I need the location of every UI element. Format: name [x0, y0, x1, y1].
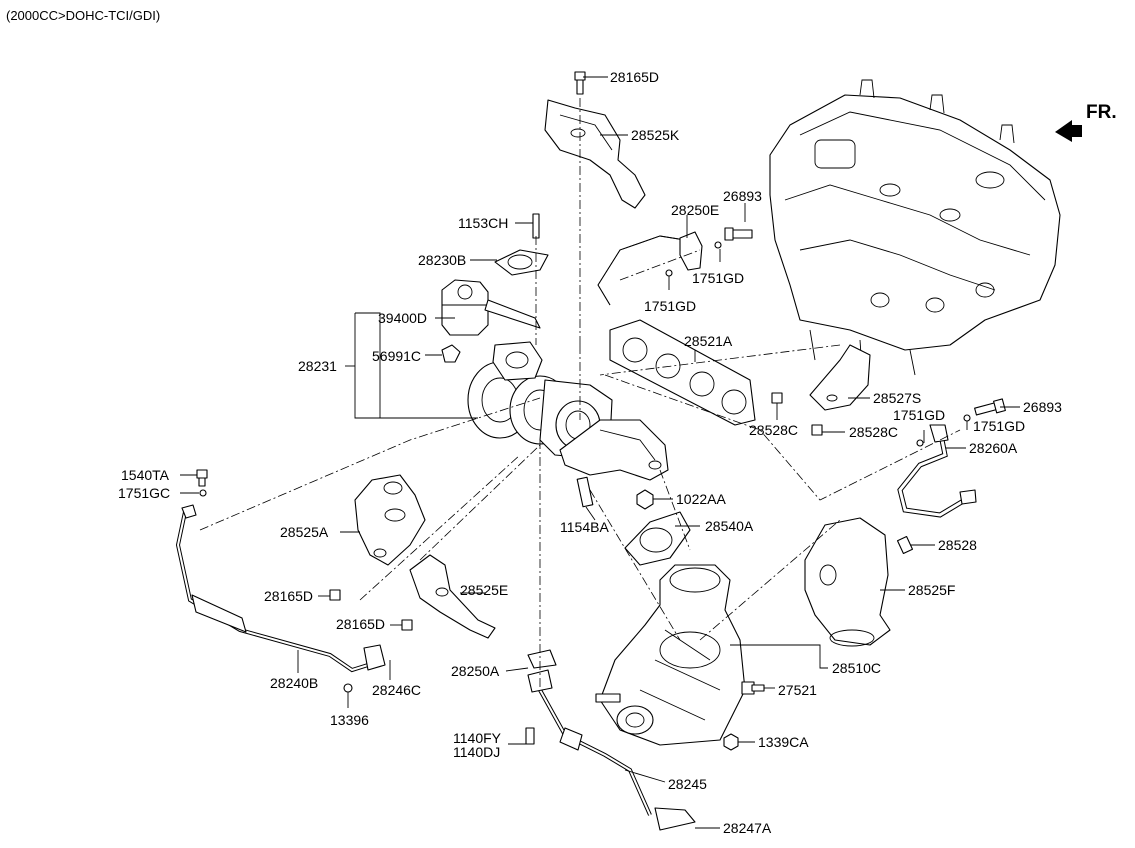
part-label-1140dj[interactable]: 1140DJ	[453, 744, 501, 760]
clip-56991c	[441, 344, 461, 363]
engine-cylinder-head	[769, 79, 1061, 376]
part-label-1751gd-c[interactable]: 1751GD	[893, 407, 946, 423]
part-label-28245[interactable]: 28245	[668, 776, 707, 792]
part-label-28250e[interactable]: 28250E	[671, 202, 720, 218]
gasket-28250a	[527, 649, 557, 669]
gasket-28230b	[494, 249, 549, 276]
part-label-28525a[interactable]: 28525A	[280, 524, 329, 540]
part-label-26893-right[interactable]: 26893	[1023, 399, 1062, 415]
stud-1154ba	[576, 476, 594, 508]
exhaust-manifold	[559, 419, 669, 481]
heat-shield-28525a	[354, 474, 426, 566]
part-label-28521a[interactable]: 28521A	[684, 333, 733, 349]
bolt-28528	[896, 535, 914, 555]
part-label-1751gd-b[interactable]: 1751GD	[644, 298, 697, 314]
oil-feed-pipe-28250e	[597, 227, 753, 306]
heat-shield-28525e	[409, 554, 496, 639]
catalytic-converter-28510c	[595, 564, 746, 746]
heat-shield-28525k	[544, 99, 646, 209]
gasket-28540a	[624, 511, 691, 566]
part-label-28540a[interactable]: 28540A	[705, 518, 754, 534]
actuator-39400d	[441, 279, 541, 336]
bolt-26893-right	[963, 398, 1006, 422]
part-label-1140fy[interactable]: 1140FY	[453, 730, 501, 746]
bolt-28528c-a	[771, 392, 783, 404]
bolt-28528c-b	[811, 424, 823, 436]
part-13396	[343, 683, 353, 693]
part-label-28246c[interactable]: 28246C	[372, 682, 422, 698]
part-label-1540ta[interactable]: 1540TA	[121, 467, 169, 483]
part-label-13396[interactable]: 13396	[330, 712, 369, 728]
bolt-28165d-top	[574, 71, 586, 95]
part-label-28510c[interactable]: 28510C	[832, 660, 882, 676]
part-label-1153ch[interactable]: 1153CH	[458, 215, 509, 231]
sensor-27521	[741, 681, 765, 695]
bracket-28527s	[809, 344, 871, 411]
part-label-28247a[interactable]: 28247A	[723, 820, 772, 836]
bolt-1140fy	[525, 727, 535, 745]
gasket-28521a	[609, 319, 756, 426]
heat-shield-28525f	[804, 517, 891, 647]
washer-1751gc	[199, 489, 207, 497]
part-label-1751gd-a[interactable]: 1751GD	[692, 270, 745, 286]
part-label-28525f[interactable]: 28525F	[908, 582, 956, 598]
phantom-lines	[199, 98, 961, 690]
stud-1153ch	[532, 213, 540, 239]
part-label-27521[interactable]: 27521	[778, 682, 817, 698]
front-direction-label: FR.	[1086, 102, 1117, 123]
part-label-28528c-b[interactable]: 28528C	[849, 424, 899, 440]
part-label-28165d-top[interactable]: 28165D	[610, 69, 660, 85]
oil-return-pipe-28245	[527, 669, 696, 831]
part-label-28165d-mid[interactable]: 28165D	[336, 616, 386, 632]
part-label-28528[interactable]: 28528	[938, 537, 977, 553]
part-label-1751gc[interactable]: 1751GC	[118, 485, 171, 501]
oil-pipe-28240b	[175, 504, 386, 673]
part-label-28230b[interactable]: 28230B	[418, 252, 467, 268]
part-label-28231[interactable]: 28231	[298, 358, 337, 374]
engine-spec-subtitle: (2000CC>DOHC-TCI/GDI)	[6, 8, 161, 23]
part-label-28250a[interactable]: 28250A	[451, 663, 500, 679]
part-label-1022aa[interactable]: 1022AA	[676, 491, 726, 507]
leader-lines	[180, 76, 1020, 829]
part-label-28260a[interactable]: 28260A	[969, 440, 1018, 456]
part-label-26893-top[interactable]: 26893	[723, 188, 762, 204]
oil-return-pipe-28260a	[897, 424, 977, 518]
part-label-1339ca[interactable]: 1339CA	[758, 734, 809, 750]
part-label-28525k[interactable]: 28525K	[631, 127, 680, 143]
nut-1339ca	[723, 733, 739, 751]
part-label-28240b[interactable]: 28240B	[270, 675, 319, 691]
part-label-28528c-a[interactable]: 28528C	[749, 422, 799, 438]
part-label-28525e[interactable]: 28525E	[460, 582, 509, 598]
nut-1022aa	[636, 489, 654, 510]
bolt-28165d-left	[329, 589, 341, 601]
part-label-28527s[interactable]: 28527S	[873, 390, 922, 406]
part-label-28165d-left[interactable]: 28165D	[264, 588, 314, 604]
part-label-56991c[interactable]: 56991C	[372, 348, 422, 364]
part-label-39400d[interactable]: 39400D	[378, 310, 428, 326]
part-label-1751gd-d[interactable]: 1751GD	[973, 418, 1026, 434]
fr-arrow-icon	[1055, 120, 1082, 142]
part-label-1154ba[interactable]: 1154BA	[560, 519, 609, 535]
bolt-28165d-mid	[401, 619, 413, 631]
bolt-1540ta	[196, 469, 208, 487]
